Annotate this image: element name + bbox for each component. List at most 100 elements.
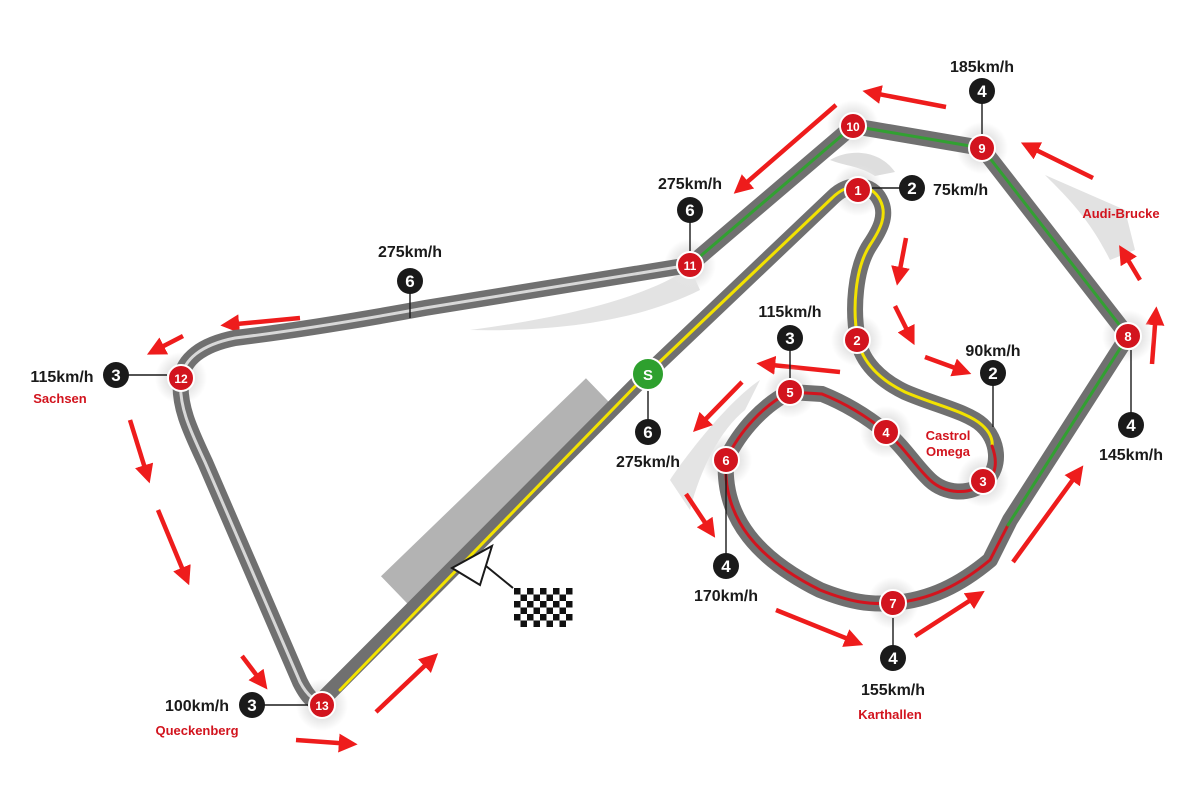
gear-badge-circle: [880, 645, 906, 671]
corner-number: 8: [1124, 329, 1131, 344]
flag-square: [546, 614, 553, 621]
corner-dot: [879, 589, 907, 617]
flag-square: [559, 620, 566, 627]
finish-flag-icon: [450, 543, 573, 627]
direction-arrow: [862, 85, 947, 110]
gear-badge-circle: [397, 268, 423, 294]
speed-label-12: 115km/h: [30, 369, 93, 386]
runoff-area: [1045, 175, 1135, 260]
corner-dot: [844, 176, 872, 204]
flag-square: [566, 607, 573, 614]
flag-square: [566, 594, 573, 601]
gear-badge-9: 4: [969, 78, 995, 104]
direction-arrow: [733, 103, 838, 194]
corner-number: 4: [882, 425, 890, 440]
flag-square: [540, 601, 547, 608]
flag-square: [533, 588, 540, 595]
corner-marker-9: 9: [968, 134, 996, 162]
direction-arrow: [684, 492, 716, 538]
flag-square: [533, 601, 540, 608]
flag-square: [553, 614, 560, 621]
flag-square: [514, 601, 521, 608]
corner-name-13: Queckenberg: [155, 723, 238, 738]
gear-badge-back-straight: 6: [397, 268, 423, 294]
direction-arrow: [924, 354, 972, 377]
direction-arrow: [693, 380, 744, 433]
corner-number: 1: [854, 183, 861, 198]
corner-marker-11: 11: [676, 251, 704, 279]
corner-name-12: Sachsen: [33, 391, 87, 406]
gear-number: 4: [977, 82, 987, 101]
speed-label-11: 275km/h: [658, 176, 722, 193]
flag-square: [533, 620, 540, 627]
flag-square: [546, 607, 553, 614]
speed-label-6: 170km/h: [694, 588, 758, 605]
gear-number: 2: [907, 179, 916, 198]
corner-marker-7: 7: [879, 589, 907, 617]
flag-square: [553, 607, 560, 614]
corner-dot: [676, 251, 704, 279]
flag-square: [527, 607, 534, 614]
direction-arrow: [240, 654, 268, 690]
corner-dot: [843, 326, 871, 354]
corner-dot: [308, 691, 336, 719]
corner-marker-12: 12: [167, 364, 195, 392]
flag-square: [527, 620, 534, 627]
flag-square: [514, 620, 521, 627]
gear-badge-circle: [635, 419, 661, 445]
speed-label-13: 100km/h: [165, 698, 229, 715]
flag-square: [546, 620, 553, 627]
corner-number: 9: [978, 141, 985, 156]
speed-label-9: 185km/h: [950, 59, 1014, 76]
corner-marker-3: 3: [969, 467, 997, 495]
corner-dot: [776, 378, 804, 406]
gear-badge-11: 6: [677, 197, 703, 223]
corner-marker-8: 8: [1114, 322, 1142, 350]
gear-badge-circle: [677, 197, 703, 223]
speed-label-start: 275km/h: [616, 454, 680, 471]
flag-square: [559, 588, 566, 595]
runoff-area: [830, 152, 895, 176]
direction-arrows: [127, 85, 1165, 753]
flag-square: [540, 614, 547, 621]
flag-square: [566, 614, 573, 621]
corner-dot: [968, 134, 996, 162]
corner-marker-4: 4: [872, 418, 900, 446]
direction-arrow: [913, 590, 985, 638]
flag-square: [540, 588, 547, 595]
flag-square: [553, 620, 560, 627]
flag-square: [533, 607, 540, 614]
direction-arrow: [295, 733, 358, 753]
gear-number: 2: [988, 364, 997, 383]
speed-label-2: 90km/h: [965, 343, 1020, 360]
flag-square: [566, 588, 573, 595]
corner-marker-2: 2: [843, 326, 871, 354]
flag-square: [520, 620, 527, 627]
gear-badge-13: 3: [239, 692, 265, 718]
gear-badge-6: 4: [713, 553, 739, 579]
gear-badge-1: 2: [899, 175, 925, 201]
flag-square: [527, 601, 534, 608]
direction-arrow: [1011, 465, 1084, 564]
gear-badge-circle: [777, 325, 803, 351]
direction-arrow: [1145, 306, 1165, 365]
direction-arrow: [146, 334, 185, 355]
corner-number: 12: [174, 372, 188, 386]
track-outline: [172, 118, 1136, 711]
gear-badge-start: 6: [635, 419, 661, 445]
direction-arrow: [220, 314, 301, 334]
gear-number: 4: [721, 557, 731, 576]
speed-label-7: 155km/h: [861, 682, 925, 699]
direction-arrow: [891, 237, 910, 286]
flag-square: [546, 601, 553, 608]
corner-number: 13: [315, 699, 329, 713]
gear-number: 6: [685, 201, 694, 220]
gear-number: 3: [247, 696, 256, 715]
corner-number: 3: [979, 474, 986, 489]
corner-marker-6: 6: [712, 446, 740, 474]
